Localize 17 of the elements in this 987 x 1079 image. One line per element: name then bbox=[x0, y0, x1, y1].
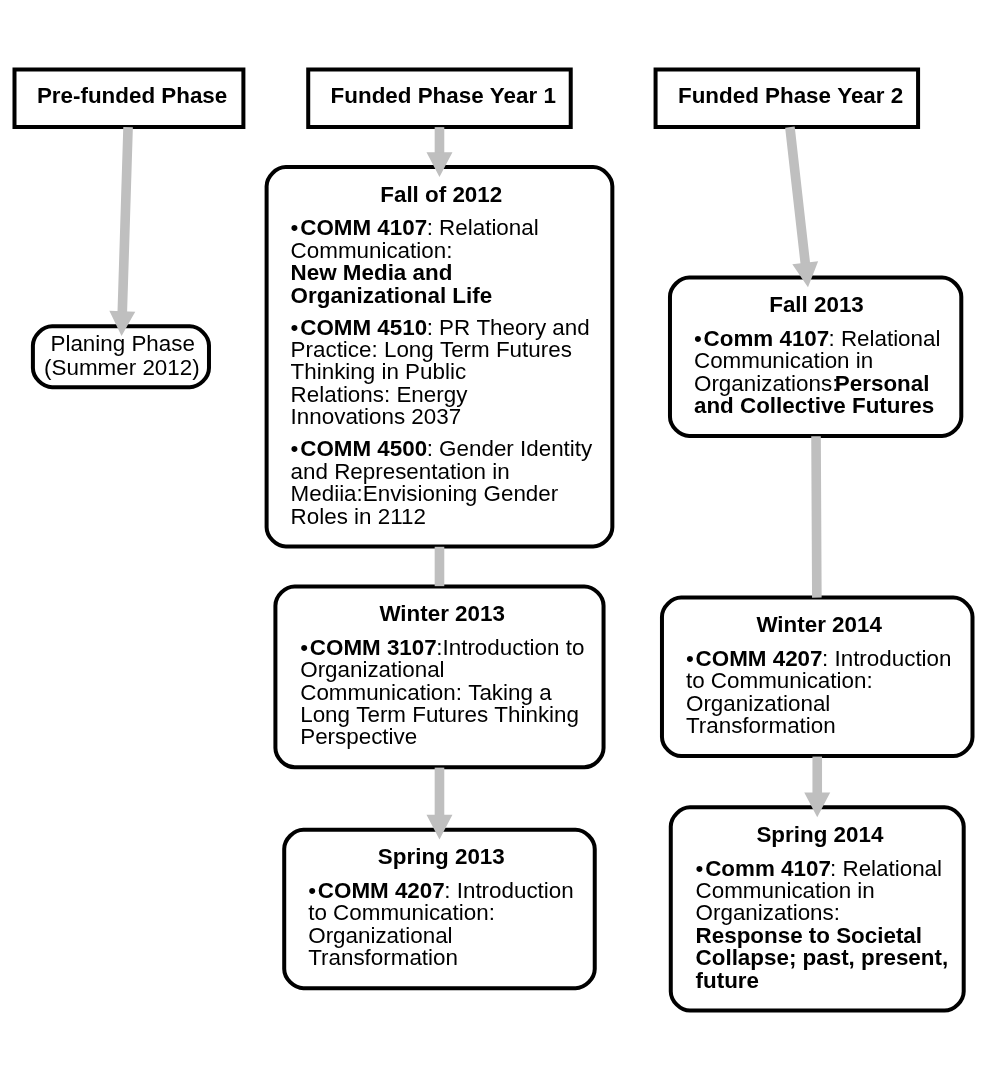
arrow bbox=[426, 126, 453, 177]
connector bbox=[811, 435, 822, 598]
node-box: Funded Phase Year 2 bbox=[653, 66, 921, 129]
node-box: Funded Phase Year 1 bbox=[306, 66, 573, 129]
node-box: Winter 2014 •COMM 4207: Introduction to Communication: Organizational Transformation bbox=[659, 595, 975, 758]
arrow bbox=[426, 767, 453, 840]
arrow bbox=[804, 756, 831, 817]
arrow bbox=[785, 126, 819, 287]
node-box: Fall of 2012 •COMM 4107: Relational Communication: New Media and Organizational Life •COMM 4510: PR Theory and Practice: Long Term Futures Thinking in Public Relations: Energy Innovations 2037 •COMM 4500: Gender Identity and Representation in Mediia:Envisioning Gender Roles in 2112 bbox=[264, 164, 615, 548]
node-box: Planing Phase (Summer 2012) bbox=[30, 323, 211, 389]
arrow bbox=[109, 126, 136, 336]
connector bbox=[434, 546, 445, 586]
node-box: Spring 2013 •COMM 4207: Introduction to Communication: Organizational Transformation bbox=[282, 827, 597, 990]
node-box: Winter 2013 •COMM 3107:Introduction to Organizational Communication: Taking a Long Term Futures Thinking Perspective bbox=[273, 583, 606, 769]
node-box: Spring 2014 •Comm 4107: Relational Communication in Organizations: Response to Societal Collapse; past, present, future bbox=[668, 804, 966, 1013]
node-box: Fall 2013 •Comm 4107: Relational Communication in Organizations:Personal and Collective Futures bbox=[667, 275, 964, 438]
node-box: Pre-funded Phase bbox=[12, 66, 246, 129]
